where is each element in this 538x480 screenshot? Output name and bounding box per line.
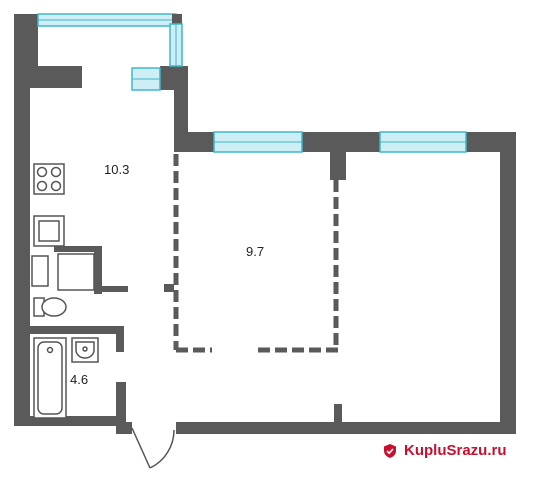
wall-bottom-right: [176, 422, 516, 434]
toilet: [33, 297, 67, 317]
entry-door: [131, 427, 175, 469]
wall-shaft-stub: [94, 286, 128, 292]
window-room-1: [213, 131, 303, 153]
window-balcony-corner: [172, 14, 182, 24]
wall-room-top-left-pier: [174, 132, 214, 152]
dashed-partitions: [173, 154, 339, 353]
window-room-2: [379, 131, 467, 153]
bathtub: [33, 337, 67, 419]
wall-bath-top: [30, 326, 124, 334]
wall-left-outer: [14, 66, 30, 426]
wall-bath-right: [116, 326, 124, 352]
washbasin: [71, 337, 99, 363]
wall-partition-stub: [330, 132, 346, 180]
wall-kitchen-right: [174, 66, 188, 152]
area-label-bathroom: 4.6: [70, 372, 88, 387]
wall-bottom-left: [14, 416, 124, 426]
ventilation-shaft: [31, 253, 95, 291]
logo-shield-icon: [382, 443, 398, 459]
wall-right-outer: [500, 132, 516, 432]
area-label-kitchen: 10.3: [104, 162, 129, 177]
watermark-text: KupluSrazu.ru: [404, 442, 507, 459]
wall-shaft-top: [54, 246, 102, 252]
area-label-room: 9.7: [246, 244, 264, 259]
window-kitchen: [131, 67, 161, 91]
wall-balcony-left-return: [14, 66, 82, 88]
window-balcony-side: [169, 23, 183, 67]
walls: [14, 14, 516, 434]
wall-entry-jamb-block: [116, 422, 132, 434]
windows: [37, 13, 467, 153]
stove: [33, 163, 65, 195]
wall-stub-lower: [334, 404, 342, 422]
wall-shaft-right: [94, 246, 102, 294]
watermark: KupluSrazu.ru: [382, 442, 507, 459]
kitchen-sink: [33, 215, 65, 247]
wall-entry-jamb-left: [116, 382, 126, 434]
wall-room-left-stub: [164, 284, 174, 292]
window-balcony-top: [37, 13, 177, 27]
